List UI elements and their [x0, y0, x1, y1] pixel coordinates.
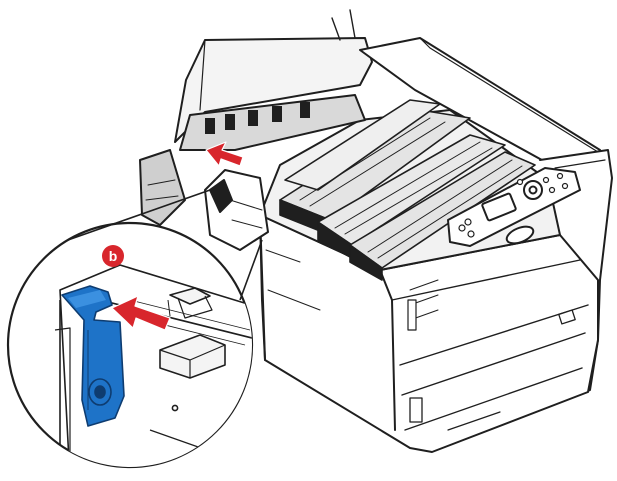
printer-illustration — [139, 9, 613, 453]
step-badge-label: b — [109, 248, 118, 264]
blue-release-lever — [61, 285, 125, 427]
step-badge: b — [102, 245, 124, 267]
red-push-arrow — [111, 295, 171, 331]
magnified-callout — [6, 221, 254, 469]
red-push-arrow — [205, 141, 244, 167]
callout-leader-lines — [67, 189, 263, 301]
